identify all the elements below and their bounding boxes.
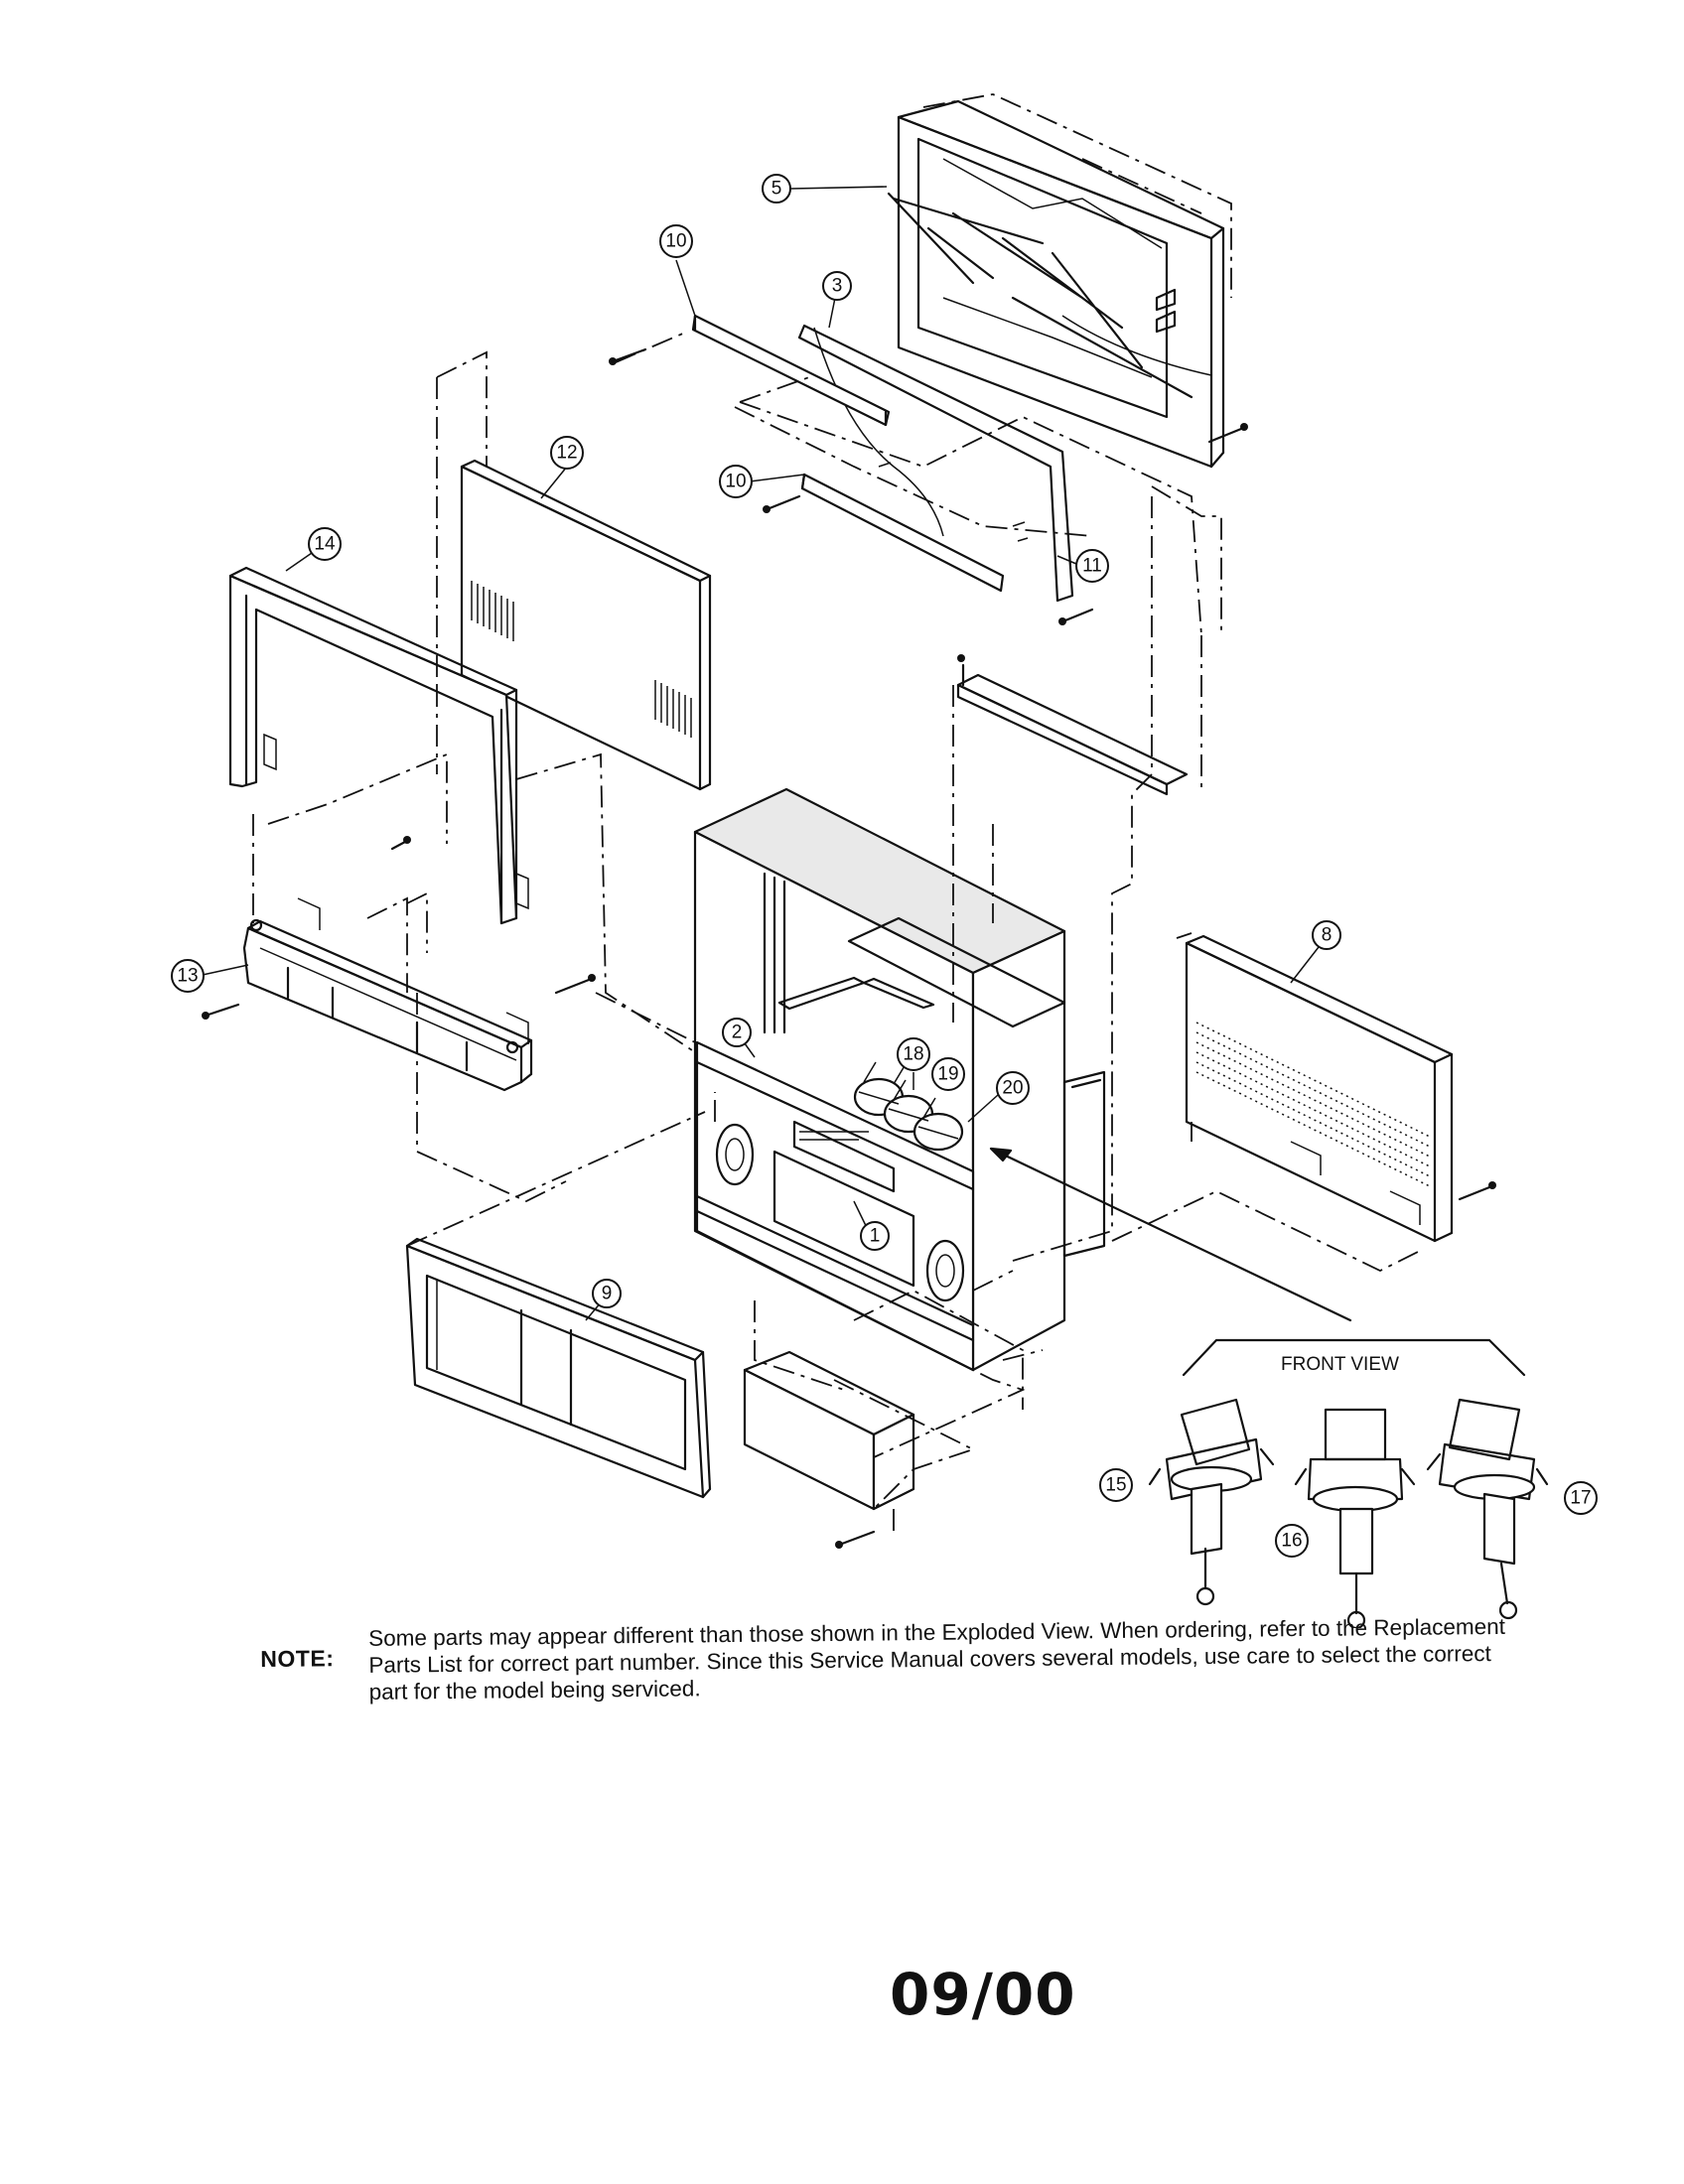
svg-text:8: 8 (1322, 925, 1333, 946)
callout-13: 13 (171, 959, 205, 993)
svg-text:1: 1 (870, 1226, 881, 1247)
callout-12: 12 (550, 436, 584, 470)
crt-tubes (853, 1061, 964, 1152)
frame-base-part-13 (242, 897, 533, 1092)
rail-part-10-lower (800, 473, 1005, 593)
svg-text:11: 11 (1082, 556, 1102, 577)
callout-1: 1 (860, 1221, 890, 1251)
svg-text:12: 12 (556, 443, 577, 464)
callout-8: 8 (1312, 920, 1341, 950)
front-view-group: FRONT VIEW (1148, 1338, 1549, 1628)
svg-text:13: 13 (177, 966, 198, 987)
crt-tube-16 (1294, 1408, 1416, 1628)
screw (835, 1530, 876, 1549)
screw (554, 974, 596, 995)
svg-text:10: 10 (725, 472, 746, 492)
screw (202, 1003, 240, 1020)
callout-16: 16 (1275, 1524, 1309, 1558)
svg-text:20: 20 (1002, 1078, 1023, 1099)
callout-2: 2 (722, 1018, 752, 1047)
screw (1458, 1181, 1496, 1201)
screw (763, 494, 801, 513)
crt-tube-17 (1426, 1398, 1549, 1620)
screw (609, 347, 647, 365)
callout-15: 15 (1099, 1468, 1133, 1502)
svg-text:15: 15 (1105, 1475, 1126, 1496)
screen-frame-part-14 (228, 566, 529, 925)
svg-text:3: 3 (832, 276, 843, 297)
page-date: 09/00 (890, 1961, 1076, 2028)
exploded-view-diagram: FRONT VIEW (171, 93, 1598, 1628)
svg-text:9: 9 (602, 1284, 613, 1304)
front-bezel-part-9 (405, 1237, 712, 1499)
screw (1207, 423, 1248, 444)
svg-text:16: 16 (1281, 1531, 1302, 1552)
cabinet-body (693, 787, 1106, 1372)
mirror-frame-part (887, 99, 1225, 469)
svg-text:5: 5 (772, 179, 782, 200)
svg-text:18: 18 (903, 1044, 923, 1065)
callout-3: 3 (822, 271, 852, 301)
note-label: NOTE: (260, 1645, 335, 1672)
front-view-label: FRONT VIEW (1281, 1354, 1399, 1375)
screw (390, 836, 411, 851)
callout-11: 11 (1075, 549, 1109, 583)
callout-10-lower: 10 (719, 465, 753, 498)
callout-10-upper: 10 (659, 224, 693, 258)
callout-20: 20 (996, 1071, 1030, 1105)
svg-text:19: 19 (937, 1064, 958, 1085)
note-text: Some parts may appear different than tho… (368, 1613, 1506, 1705)
back-cover-part-8 (1185, 934, 1454, 1243)
callout-19: 19 (931, 1057, 965, 1091)
svg-text:14: 14 (314, 534, 336, 555)
callout-18: 18 (897, 1037, 930, 1071)
lower-tray (743, 1350, 915, 1511)
callout-5: 5 (762, 174, 791, 204)
rail-part-10-upper (691, 314, 891, 427)
callout-14: 14 (308, 527, 342, 561)
screw (1058, 608, 1094, 625)
callout-17: 17 (1564, 1481, 1598, 1515)
crt-tube-15 (1148, 1398, 1275, 1606)
callout-9: 9 (592, 1279, 622, 1308)
top-brace (956, 654, 1189, 796)
svg-text:17: 17 (1570, 1488, 1591, 1509)
assembly-guide-lines (252, 93, 1421, 1534)
rear-cover-part-12 (460, 459, 712, 791)
svg-text:10: 10 (665, 231, 686, 252)
svg-text:2: 2 (732, 1023, 743, 1043)
